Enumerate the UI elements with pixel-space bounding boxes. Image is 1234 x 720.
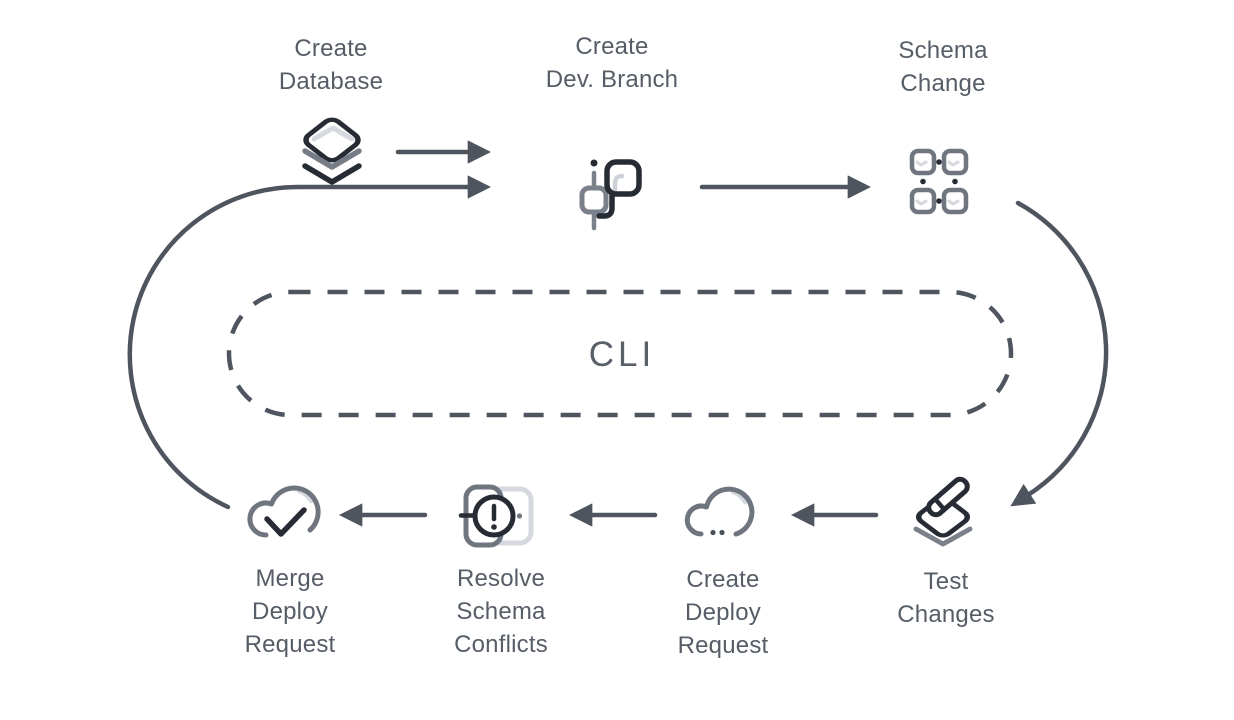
label-test-changes: Test Changes [897,568,995,628]
edit-layer-icon [913,476,973,547]
label-create-database: Create Database [278,35,384,95]
database-layers-icon [302,117,362,185]
schema-grid-icon [909,148,969,215]
loop-arc-merge-to-branch [127,175,492,510]
loop-arc-schema-to-test [1010,200,1109,507]
git-branch-icon [579,159,642,231]
check-mark [264,507,307,537]
label-merge-deploy-request: Merge Deploy Request [244,565,336,658]
branch-commit-dot [590,159,598,167]
cli-pill-border [226,289,1014,418]
label-resolve-schema-conflicts: Resolve Schema Conflicts [454,565,548,658]
cloud-ellipsis-icon [684,486,755,537]
pencil-glyph [926,476,970,518]
cli-label: CLI [588,335,656,374]
label-create-deploy-request: Create Deploy Request [677,566,769,659]
label-create-dev-branch: Create Dev. Branch [545,33,679,93]
cloud-check-icon [247,485,321,538]
label-schema-change: Schema Change [898,37,988,97]
schema-conflict-alert-icon [458,484,534,548]
